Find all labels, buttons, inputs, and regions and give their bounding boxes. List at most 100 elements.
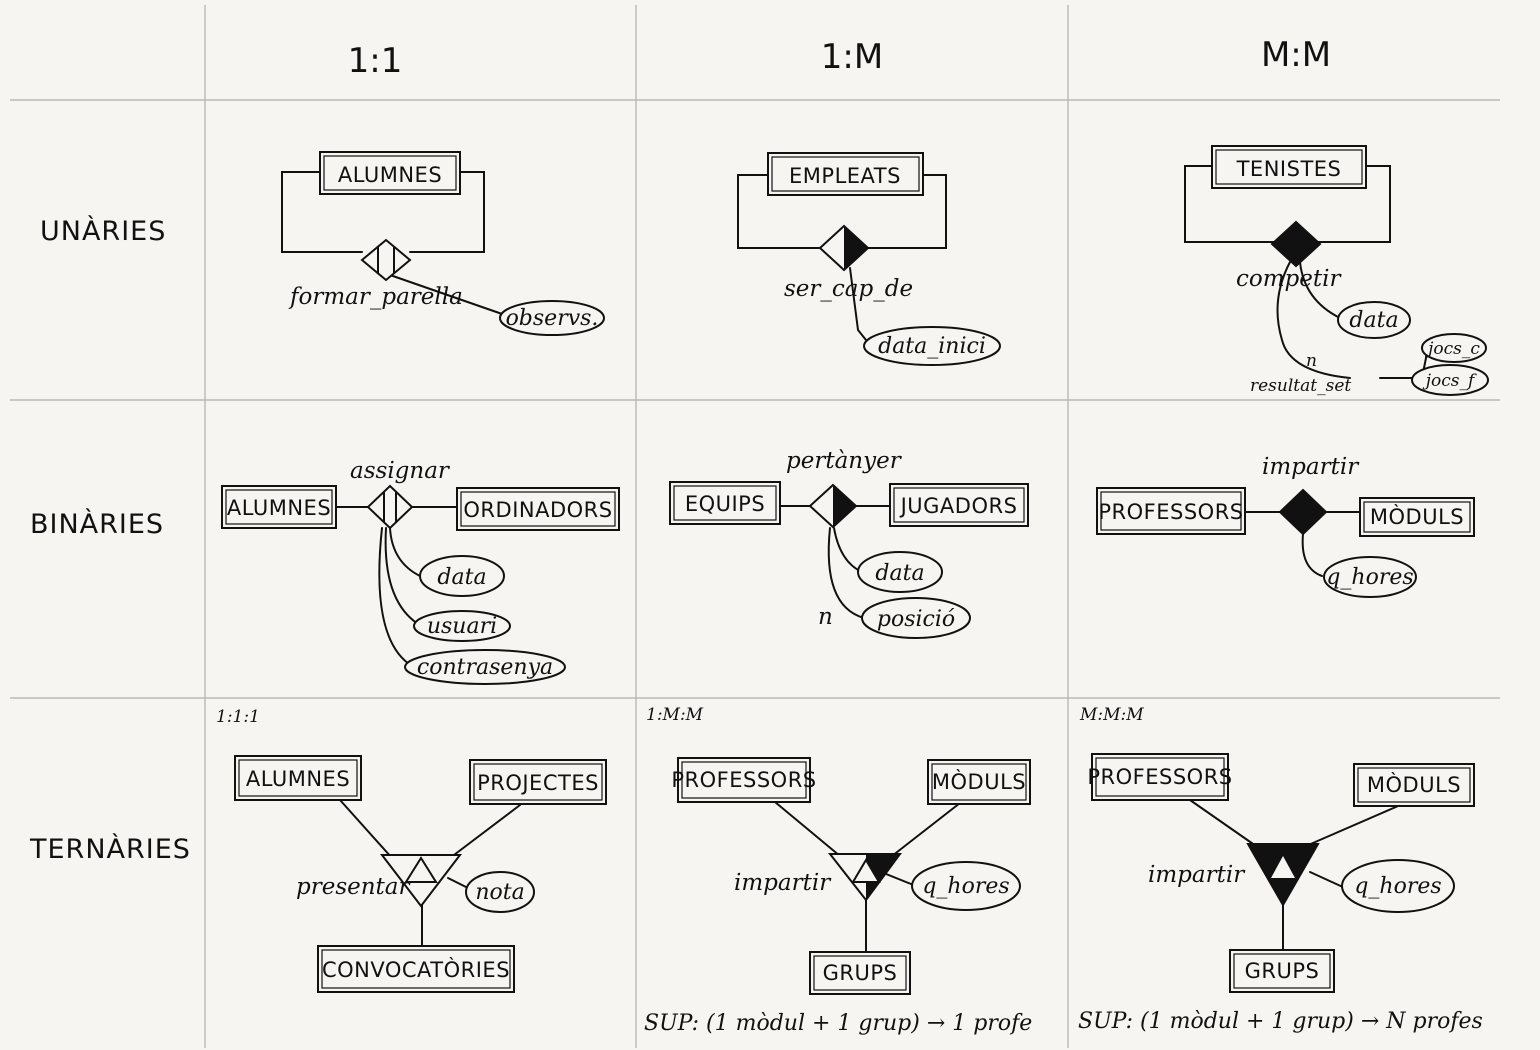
unary-1-m-relationship-label: ser_cap_de — [784, 276, 913, 302]
column-header-1-1: 1:1 — [348, 41, 403, 81]
svg-text:nota: nota — [475, 880, 524, 905]
svg-text:data: data — [1349, 308, 1398, 333]
svg-text:jocs_c: jocs_c — [1424, 339, 1480, 359]
svg-text:contrasenya: contrasenya — [417, 655, 553, 680]
ternary-1-m-m-constraint-note: SUP: (1 mòdul + 1 grup) → 1 profe — [644, 1011, 1032, 1036]
binary-1-1-diagram: ALUMNES ORDINADORS assignar data usuari … — [221, 458, 620, 685]
binary-1-1-entity-alumnes: ALUMNES — [221, 485, 337, 529]
svg-text:data_inici: data_inici — [878, 334, 986, 359]
unary-m-m-entity: TENISTES — [1211, 145, 1367, 189]
ternary-1-1-1-relationship-label: presentar — [296, 874, 412, 900]
binary-1-m-relationship-label: pertànyer — [786, 448, 903, 474]
binary-1-m-relationship-diamond — [808, 483, 858, 529]
svg-text:data: data — [437, 565, 486, 590]
svg-text:PROJECTES: PROJECTES — [477, 771, 599, 795]
svg-text:ALUMNES: ALUMNES — [227, 496, 331, 520]
svg-text:TENISTES: TENISTES — [1236, 157, 1342, 181]
row-header-ternaries: TERNÀRIES — [29, 833, 191, 865]
binary-m-m-entity-professors: PROFESSORS — [1096, 487, 1246, 535]
row-header-binaries: BINÀRIES — [30, 508, 164, 540]
binary-1-1-relationship-label: assignar — [350, 458, 451, 484]
unary-1-m-diagram: EMPLEATS ser_cap_de data_inici — [737, 152, 1001, 366]
binary-1-1-attribute-data: data — [419, 555, 505, 597]
ternary-1-1-1-entity-convocatories: CONVOCATÒRIES — [317, 945, 515, 993]
svg-text:usuari: usuari — [427, 614, 497, 639]
ternary-1-m-m-attribute-q-hores: q_hores — [911, 861, 1021, 911]
binary-1-m-attribute-data: data — [857, 551, 943, 593]
ternary-1-1-1-entity-projectes: PROJECTES — [469, 759, 607, 805]
ternary-m-m-m-constraint-note: SUP: (1 mòdul + 1 grup) → N profes — [1078, 1009, 1483, 1034]
binary-1-1-entity-ordinadors: ORDINADORS — [456, 487, 620, 531]
ternary-1-m-m-cardinality: 1:M:M — [646, 705, 704, 725]
unary-1-1-relationship-diamond — [360, 238, 412, 282]
binary-1-1-attribute-contrasenya: contrasenya — [404, 649, 566, 685]
unary-1-m-attribute-data-inici: data_inici — [863, 326, 1001, 366]
ternary-1-m-m-entity-grups: GRUPS — [809, 951, 911, 995]
unary-1-1-entity: ALUMNES — [319, 151, 461, 195]
ternary-m-m-m-entity-grups: GRUPS — [1229, 949, 1335, 993]
unary-m-m-attribute-jocs-c: jocs_c — [1421, 333, 1487, 363]
ternary-1-1-1-attribute-nota: nota — [465, 871, 535, 913]
ternary-1-m-m-entity-professors: PROFESSORS — [671, 757, 816, 803]
svg-text:MÒDULS: MÒDULS — [932, 769, 1026, 794]
ternary-m-m-m-cardinality: M:M:M — [1079, 705, 1144, 725]
svg-text:PROFESSORS: PROFESSORS — [671, 768, 816, 792]
binary-m-m-diagram: PROFESSORS MÒDULS impartir q_hores — [1096, 454, 1475, 598]
binary-1-1-relationship-diamond — [366, 484, 414, 530]
ternary-1-m-m-relationship-label: impartir — [734, 870, 832, 896]
svg-text:ALUMNES: ALUMNES — [338, 163, 442, 187]
ternary-m-m-m-diagram: M:M:M PROFESSORS MÒDULS GRUPS impartir q… — [1078, 705, 1483, 1034]
binary-m-m-attribute-q-hores: q_hores — [1323, 556, 1417, 598]
svg-text:data: data — [875, 561, 924, 586]
svg-text:observs.: observs. — [506, 306, 599, 331]
unary-m-m-diagram: TENISTES competir data n resultat_set jo… — [1184, 145, 1489, 396]
table-grid — [10, 5, 1500, 1048]
ternary-1-1-1-entity-alumnes: ALUMNES — [234, 755, 362, 801]
column-header-m-m: M:M — [1261, 35, 1331, 75]
svg-text:MÒDULS: MÒDULS — [1367, 772, 1461, 797]
binary-m-m-relationship-label: impartir — [1262, 454, 1360, 480]
binary-1-m-diagram: EQUIPS JUGADORS pertànyer data posició n — [669, 448, 1029, 639]
ternary-1-1-1-diagram: 1:1:1 ALUMNES PROJECTES CONVOCATÒRIES pr… — [216, 707, 607, 993]
unary-1-1-attribute-observs: observs. — [499, 300, 605, 336]
ternary-m-m-m-entity-professors: PROFESSORS — [1087, 753, 1232, 801]
unary-m-m-attribute-jocs-f: jocs_f — [1411, 364, 1489, 396]
unary-m-m-multivalued-mark: n — [1306, 351, 1317, 371]
unary-m-m-composite-attribute-label: resultat_set — [1250, 376, 1351, 396]
svg-text:ALUMNES: ALUMNES — [246, 767, 350, 791]
unary-m-m-attribute-data: data — [1337, 301, 1411, 339]
ternary-1-m-m-diagram: 1:M:M PROFESSORS MÒDULS GRUPS impartir — [644, 705, 1032, 1036]
column-header-1-m: 1:M — [821, 37, 883, 77]
svg-text:GRUPS: GRUPS — [1245, 959, 1320, 983]
svg-text:CONVOCATÒRIES: CONVOCATÒRIES — [322, 957, 510, 982]
binary-m-m-relationship-diamond — [1278, 488, 1328, 536]
ternary-1-1-1-cardinality: 1:1:1 — [216, 707, 260, 727]
binary-m-m-entity-moduls: MÒDULS — [1359, 497, 1475, 537]
unary-1-1-relationship-label: formar_parella — [288, 284, 463, 310]
svg-text:q_hores: q_hores — [1354, 874, 1441, 899]
ternary-m-m-m-entity-moduls: MÒDULS — [1353, 763, 1475, 807]
binary-1-m-entity-jugadors: JUGADORS — [889, 483, 1029, 527]
svg-text:JUGADORS: JUGADORS — [899, 494, 1018, 518]
ternary-1-1-1-relationship-triangle — [379, 854, 463, 908]
svg-text:q_hores: q_hores — [922, 874, 1009, 899]
svg-text:ORDINADORS: ORDINADORS — [463, 498, 612, 522]
svg-text:GRUPS: GRUPS — [823, 961, 898, 985]
svg-text:MÒDULS: MÒDULS — [1370, 504, 1464, 529]
row-header-unaries: UNÀRIES — [40, 215, 166, 247]
svg-text:EMPLEATS: EMPLEATS — [789, 164, 901, 188]
binary-1-1-attribute-usuari: usuari — [413, 610, 511, 642]
ternary-m-m-m-relationship-label: impartir — [1148, 862, 1246, 888]
unary-m-m-relationship-label: competir — [1236, 266, 1342, 292]
unary-1-1-diagram: ALUMNES formar_parella observs. — [281, 151, 605, 336]
ternary-m-m-m-relationship-triangle — [1246, 843, 1320, 908]
unary-1-m-relationship-diamond — [818, 224, 870, 272]
ternary-m-m-m-attribute-q-hores: q_hores — [1341, 859, 1455, 913]
binary-1-m-entity-equips: EQUIPS — [669, 481, 781, 525]
unary-m-m-relationship-diamond — [1270, 220, 1322, 268]
svg-text:posició: posició — [877, 607, 955, 632]
binary-1-m-multivalued-mark: n — [818, 604, 833, 630]
svg-text:jocs_f: jocs_f — [1422, 371, 1477, 391]
svg-text:q_hores: q_hores — [1326, 565, 1413, 590]
